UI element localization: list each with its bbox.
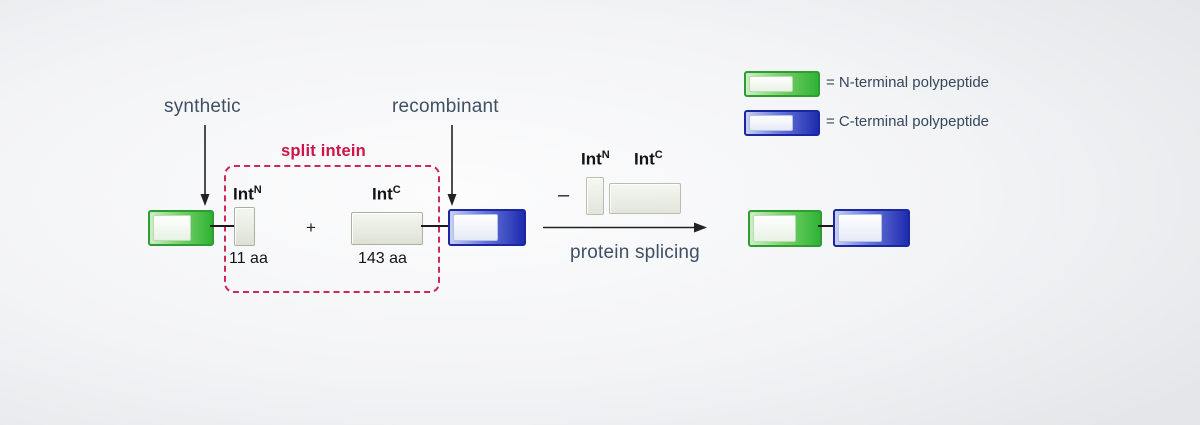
int-c-box — [351, 212, 423, 245]
int-n-base: Int — [233, 184, 254, 204]
int-c-size-label: 143 aa — [358, 250, 407, 267]
excised-int-n-box — [586, 177, 604, 215]
peptide-connector-line — [818, 225, 834, 227]
excised-int-n-label: IntN — [581, 149, 610, 170]
polypeptide-inner-highlight — [453, 214, 498, 241]
int-n-size-label: 11 aa — [229, 250, 268, 267]
int-n-sup: N — [601, 149, 610, 161]
excised-int-c-box — [609, 183, 681, 214]
polypeptide-inner-highlight — [749, 76, 793, 92]
peptide-connector-line — [421, 225, 448, 227]
polypeptide-inner-highlight — [753, 215, 796, 242]
minus-sign: – — [558, 184, 570, 206]
recombinant-label: recombinant — [392, 96, 499, 117]
split-intein-dashed-box — [224, 165, 440, 293]
c-terminal-polypeptide-box — [448, 209, 526, 246]
int-n-label: IntN — [233, 184, 262, 205]
polypeptide-inner-highlight — [153, 215, 191, 241]
product-n-terminal-box — [748, 210, 822, 247]
polypeptide-inner-highlight — [749, 115, 793, 131]
int-c-base: Int — [634, 149, 655, 169]
legend-c-terminal-text: = C-terminal polypeptide — [826, 113, 990, 130]
protein-splicing-label: protein splicing — [570, 242, 700, 263]
int-c-label: IntC — [372, 184, 401, 205]
int-c-base: Int — [372, 184, 393, 204]
int-n-base: Int — [581, 149, 602, 169]
plus-sign: + — [306, 218, 316, 237]
down-arrow-icon — [447, 125, 457, 206]
synthetic-label: synthetic — [164, 96, 241, 117]
legend-c-terminal-swatch — [744, 110, 820, 136]
down-arrow-icon — [200, 125, 210, 206]
excised-int-c-label: IntC — [634, 149, 663, 170]
int-c-sup: C — [392, 184, 401, 196]
int-n-sup: N — [253, 184, 262, 196]
legend-n-terminal-text: = N-terminal polypeptide — [826, 74, 990, 91]
int-c-sup: C — [654, 149, 663, 161]
int-n-box — [234, 207, 255, 246]
peptide-connector-line — [210, 225, 235, 227]
product-c-terminal-box — [833, 209, 910, 247]
right-arrow-icon — [543, 222, 707, 233]
n-terminal-polypeptide-box — [148, 210, 214, 246]
legend-n-terminal-swatch — [744, 71, 820, 97]
split-intein-label: split intein — [281, 142, 366, 160]
polypeptide-inner-highlight — [838, 214, 883, 242]
